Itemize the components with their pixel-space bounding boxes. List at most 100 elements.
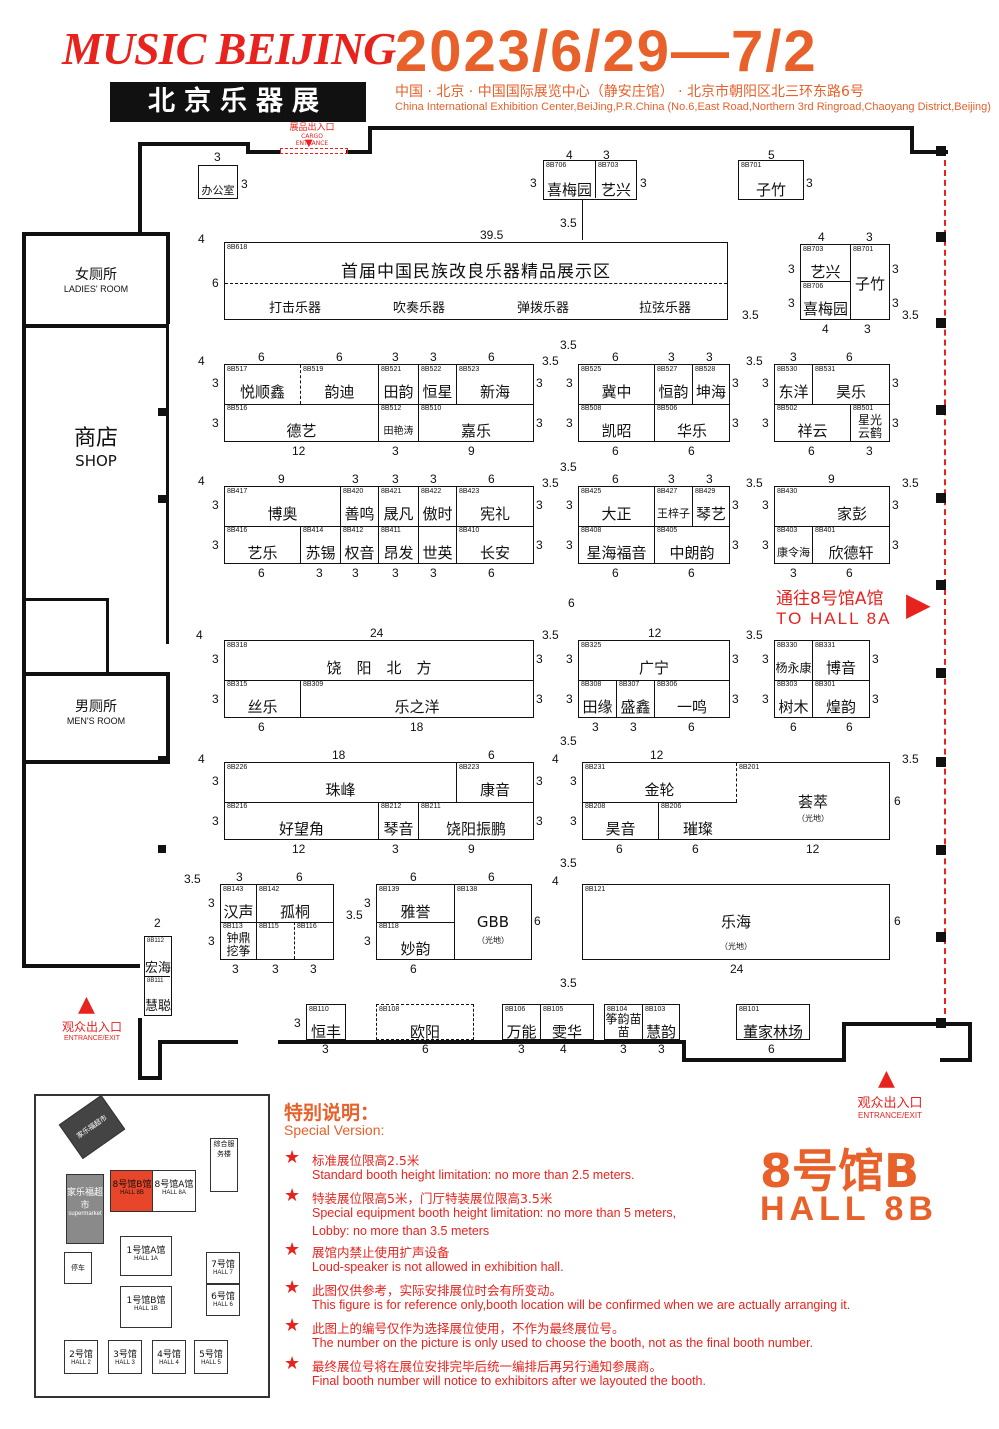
booth-8b116[interactable]: 8B116 [297, 923, 317, 930]
dim: 6 [846, 350, 853, 364]
dim: 6 [410, 870, 417, 884]
pillar [158, 756, 166, 764]
booth-shiying[interactable]: 世英 [419, 526, 457, 563]
shop-label-en: SHOP [75, 452, 117, 470]
dim: 12 [806, 842, 820, 856]
divider [225, 526, 533, 527]
dim: 4 [198, 752, 205, 766]
wall-left-upper [138, 142, 142, 234]
dim: 3 [864, 322, 871, 336]
minimap-carrefour-block: 家乐福超市 [58, 1094, 126, 1160]
dim: 9 [828, 472, 835, 486]
dim: 6 [688, 566, 695, 580]
dim: 3 [866, 444, 873, 458]
booth-8b618-exhibit[interactable]: 8B618 首届中国民族改良乐器精品展示区 打击乐器 吹奏乐器 弹拨乐器 拉弦乐… [224, 242, 728, 320]
dim: 3 [272, 962, 279, 976]
to-hall-8a-label: 通往8号馆A馆 TO HALL 8A [776, 589, 892, 628]
dim: 3 [232, 962, 239, 976]
booth-8b115[interactable]: 8B115 [257, 922, 295, 959]
dim: 6 [336, 350, 343, 364]
